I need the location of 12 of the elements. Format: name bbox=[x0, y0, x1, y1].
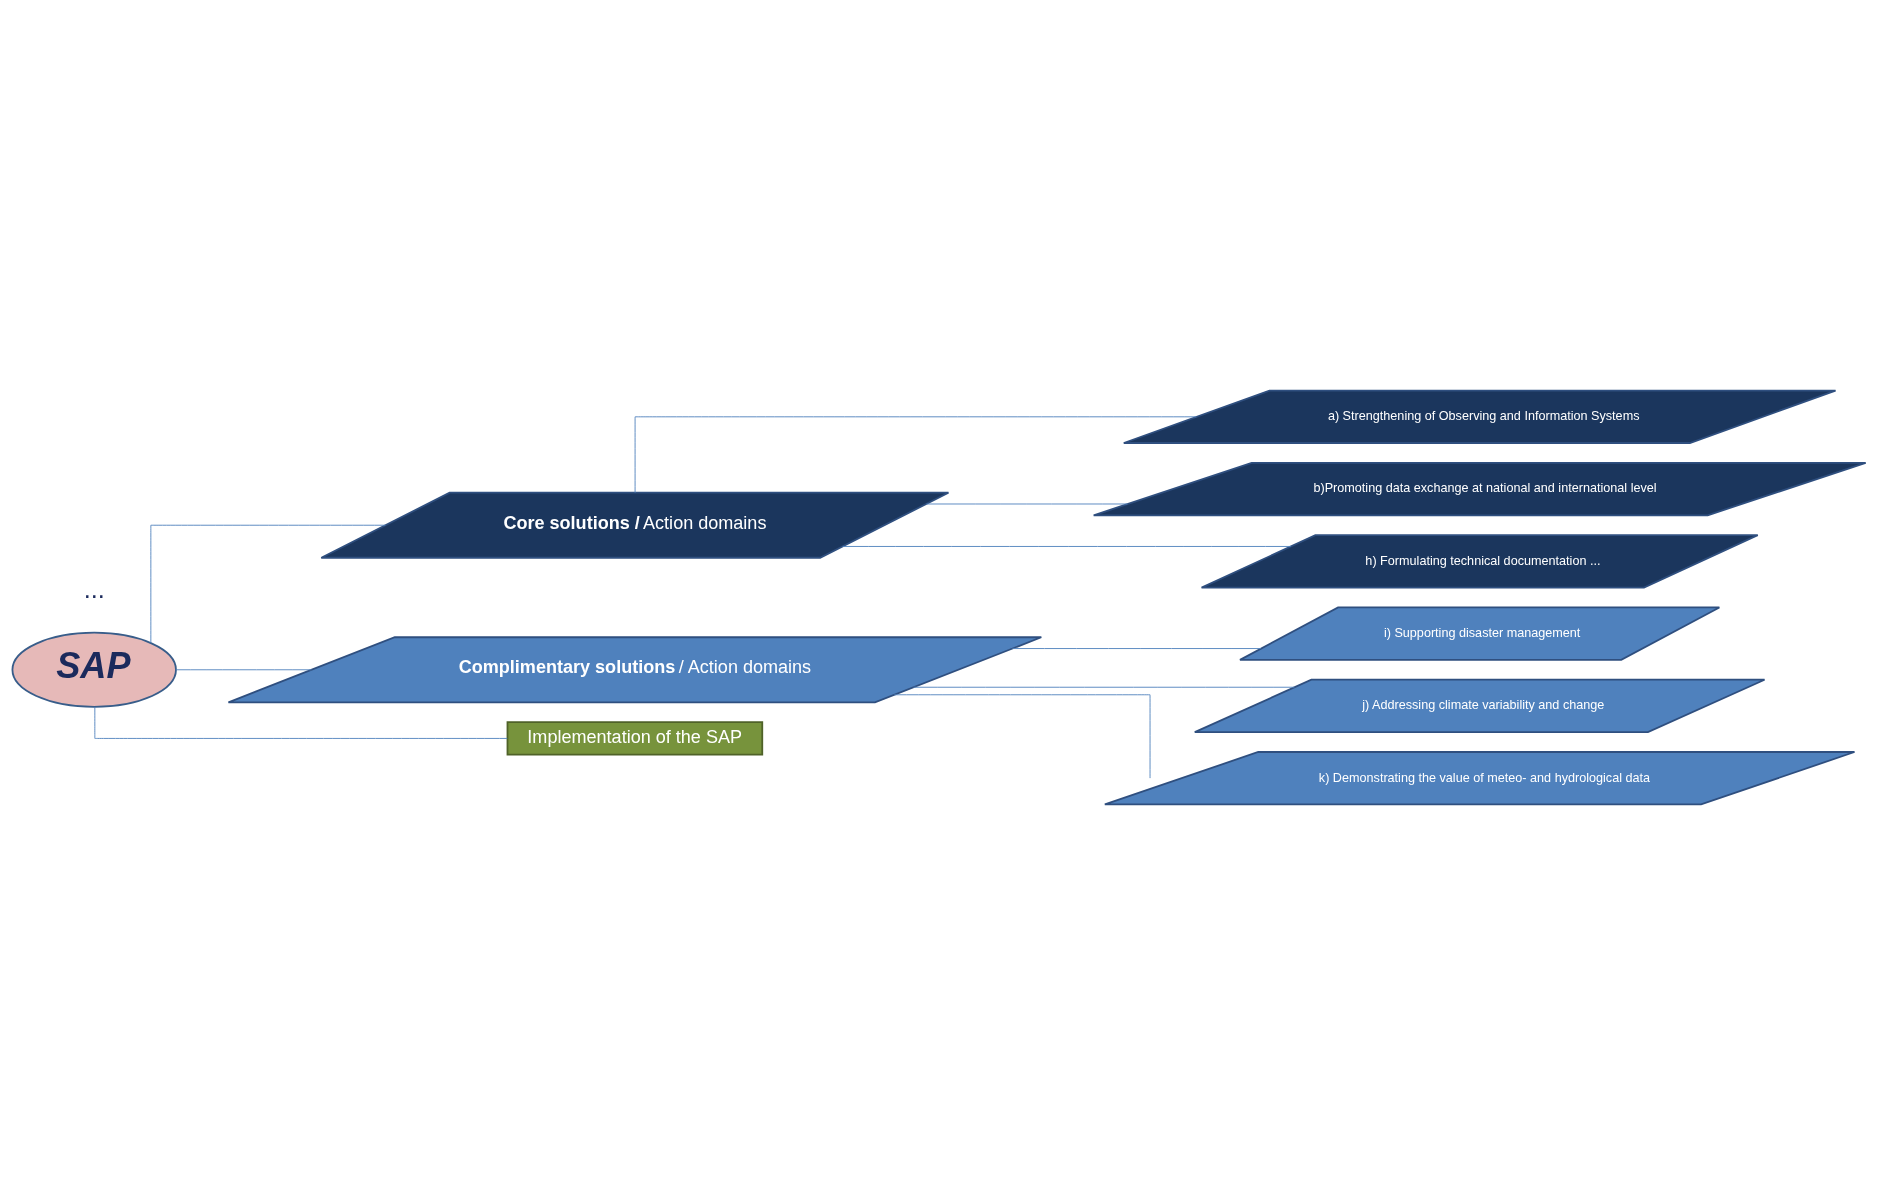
node-ellipse: SAP bbox=[11, 631, 177, 708]
connector bbox=[150, 524, 386, 643]
connector bbox=[634, 415, 1197, 493]
connector bbox=[893, 693, 1151, 779]
label: ... bbox=[83, 574, 105, 603]
connector bbox=[1012, 647, 1262, 649]
connector bbox=[175, 668, 312, 670]
connector bbox=[842, 545, 1292, 547]
node-box: Implementation of the SAP bbox=[506, 720, 764, 756]
connector bbox=[94, 705, 508, 739]
connector bbox=[926, 503, 1128, 504]
connector bbox=[913, 686, 1295, 688]
